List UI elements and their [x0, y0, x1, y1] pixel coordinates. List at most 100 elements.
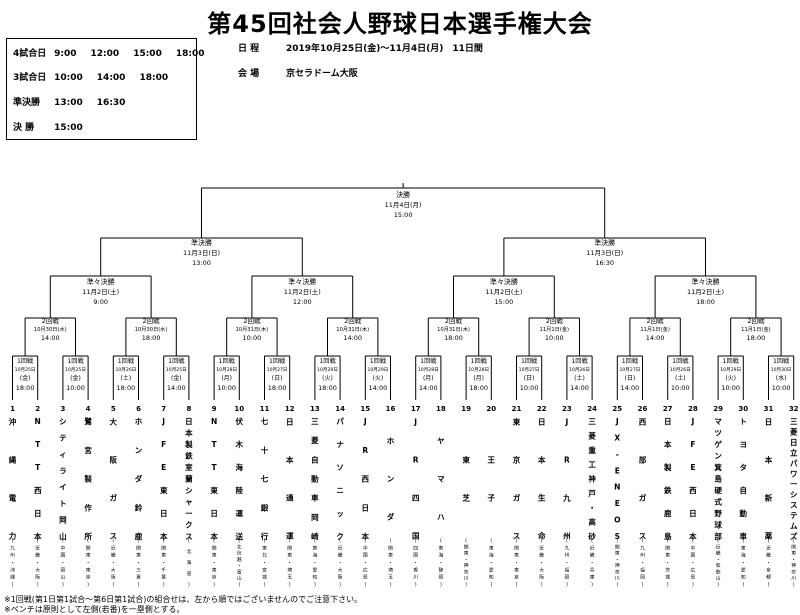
- team-name-char: 硬: [714, 486, 722, 495]
- team-name-char: 木: [235, 439, 244, 449]
- team-region-char: ): [390, 582, 392, 588]
- team-region-char: ・: [741, 561, 746, 566]
- venue-label: 会 場: [238, 69, 260, 79]
- team-region-char: (: [566, 538, 568, 544]
- team-name-char: 部: [639, 455, 647, 465]
- team-name-char: 鉄: [185, 451, 193, 461]
- round1-date: 10月28日: [418, 367, 439, 373]
- team-name-char: 沖: [9, 417, 17, 427]
- quarterfinal-label: 準々決勝: [692, 277, 720, 286]
- team-region-char: 近: [539, 544, 544, 551]
- team-region-char: 北: [237, 543, 242, 550]
- team-region-char: ): [768, 582, 770, 588]
- team-region-char: 畿: [766, 552, 771, 559]
- team-region-char: ・: [640, 561, 645, 566]
- team-name-char: 島: [664, 531, 672, 541]
- team-region-char: ): [112, 582, 114, 588]
- team-name-char: X: [614, 433, 620, 442]
- team-name-char: マ: [437, 475, 445, 484]
- team-name-char: 日: [286, 418, 294, 427]
- team-region-char: 関: [287, 545, 292, 551]
- round1-date: 10月30日: [771, 367, 792, 373]
- team-region-char: 岡: [60, 567, 65, 573]
- quarterfinal-time: 18:00: [696, 298, 715, 306]
- round1-date: 10月27日: [519, 367, 540, 373]
- team-region-char: 三: [136, 567, 141, 573]
- team-region-char: 国: [690, 553, 695, 559]
- team-name-char: ハ: [437, 513, 445, 522]
- team-region-char: ): [642, 582, 644, 588]
- team-region-char: 州: [564, 553, 569, 559]
- team-region-char: 島: [690, 574, 695, 581]
- team-name-char: 三: [311, 417, 319, 426]
- team-name-char: ン: [387, 475, 395, 484]
- team-region-char: 東: [86, 552, 91, 559]
- team-region-char: ・: [10, 561, 15, 566]
- date-label: 日 程: [238, 44, 260, 54]
- team-name-char: 式: [714, 497, 722, 507]
- team-region-char: 東: [791, 550, 796, 557]
- team-region-char: 国: [413, 553, 418, 559]
- team-name-char: 生: [538, 493, 546, 503]
- team-region-char: 近: [590, 544, 595, 551]
- team-name-char: 鹿: [664, 508, 672, 518]
- team-region-char: 中: [363, 544, 368, 551]
- team-region-char: 岡: [564, 575, 569, 581]
- team-name-char: 立: [790, 447, 798, 457]
- team-name-char: 菱: [311, 435, 319, 445]
- team-name-char: 日: [765, 418, 773, 427]
- team-region-char: 沖: [10, 566, 15, 573]
- team-name-char: E: [161, 463, 166, 472]
- team-name-char: 西: [362, 475, 370, 484]
- team-name-char: 東: [513, 417, 521, 427]
- team-name-char: ス: [513, 532, 521, 541]
- team-name-char: ャ: [185, 498, 193, 507]
- team-name-char: シ: [59, 417, 67, 426]
- team-region-char: (: [440, 538, 442, 544]
- round1-day: (水): [776, 374, 787, 382]
- team-name-char: ゲ: [714, 439, 722, 449]
- team-name-char: 蘭: [185, 474, 193, 484]
- team-number: 10: [234, 405, 244, 413]
- team-name-char: 本: [33, 531, 42, 541]
- team-name-char: 製: [663, 462, 672, 472]
- team-region-char: 香: [413, 566, 418, 573]
- team-name-char: 本: [537, 455, 546, 465]
- team-region-char: ): [213, 582, 215, 588]
- team-region-char: ・: [665, 561, 670, 566]
- team-region-char: 畿: [338, 552, 343, 559]
- team-name-char: 高: [588, 517, 596, 527]
- team-region-char: 知: [741, 574, 746, 581]
- team-name-char: ス: [110, 532, 118, 541]
- quarterfinal-date: 11月2日(土): [485, 287, 522, 296]
- team-region-char: 神: [615, 562, 620, 569]
- round1-label: 1回戦: [219, 357, 236, 365]
- team-region-char: 葉: [161, 574, 166, 581]
- team-name-char: 日: [362, 503, 370, 512]
- team-name-char: 自: [740, 485, 748, 495]
- schedule-time: 18:00: [139, 73, 169, 83]
- team-region-char: 四: [413, 545, 418, 551]
- team-region-char: 近: [111, 544, 116, 551]
- team-name-char: 日: [185, 417, 193, 426]
- team-region-char: 関: [464, 544, 469, 550]
- team-region-char: 畿: [590, 552, 595, 559]
- team-region-char: ): [238, 582, 240, 588]
- team-region-char: ): [490, 582, 492, 588]
- team-region-char: 京: [514, 574, 519, 581]
- team-region-char: 越: [237, 556, 242, 563]
- round2-label: 2回戦: [42, 316, 60, 325]
- team-name-char: 本: [184, 428, 193, 438]
- schedule-label: 準決勝: [13, 98, 41, 108]
- team-region-char: 広: [690, 566, 695, 573]
- team-region-char: 城: [262, 574, 267, 581]
- team-region-char: ・: [363, 561, 368, 566]
- round1-day: (土): [121, 374, 132, 382]
- team-name-char: 子: [488, 494, 496, 503]
- team-region-char: (: [516, 538, 518, 544]
- team-region-char: 山: [716, 575, 721, 582]
- round1-day: (金): [20, 374, 31, 382]
- team-number: 19: [461, 405, 471, 413]
- round1-time: 10:00: [520, 384, 539, 392]
- team-name-char: ダ: [135, 474, 143, 484]
